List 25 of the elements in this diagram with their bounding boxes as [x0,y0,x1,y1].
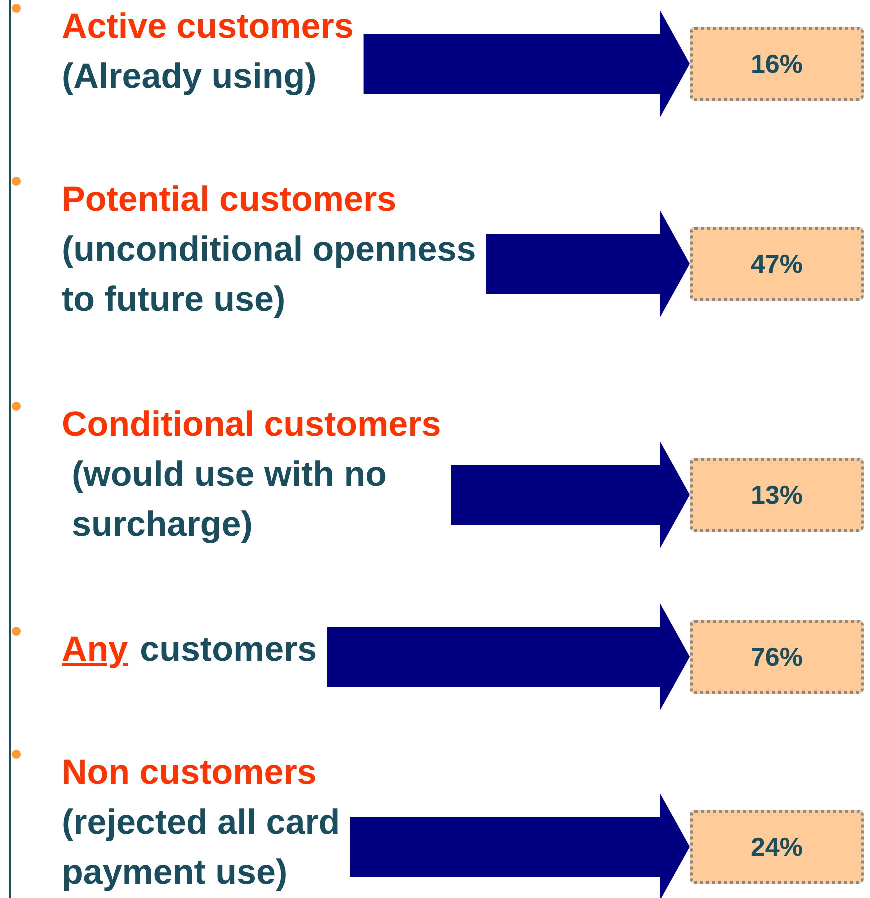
category-description: (unconditional openness to future use) [62,229,478,321]
block-arrow [451,441,690,549]
percent-value: 76% [750,642,804,672]
percent-value: 24% [750,832,804,862]
percent-box [690,227,864,301]
category-heading: Potential customers [62,179,398,221]
category-heading: Active customers [62,6,355,48]
category-heading: Non customers [62,752,318,794]
block-arrow [327,603,690,711]
percent-box [690,27,864,101]
percent-box [690,620,864,694]
category-description: (rejected all card payment use) [62,802,342,894]
percent-value: 47% [750,248,804,280]
category-description: (Already using) [62,56,318,98]
percent-box [690,458,864,532]
percent-box [690,810,864,884]
category-description: customers [140,630,318,669]
category-heading: Any [62,630,128,669]
category-description: (would use with no surcharge) [71,454,388,546]
block-arrow [364,10,690,118]
block-arrow [486,210,690,318]
percent-value: 16% [750,48,804,80]
category-heading: Conditional customers [62,404,442,446]
block-arrow [350,793,690,898]
percent-value: 13% [750,480,804,510]
